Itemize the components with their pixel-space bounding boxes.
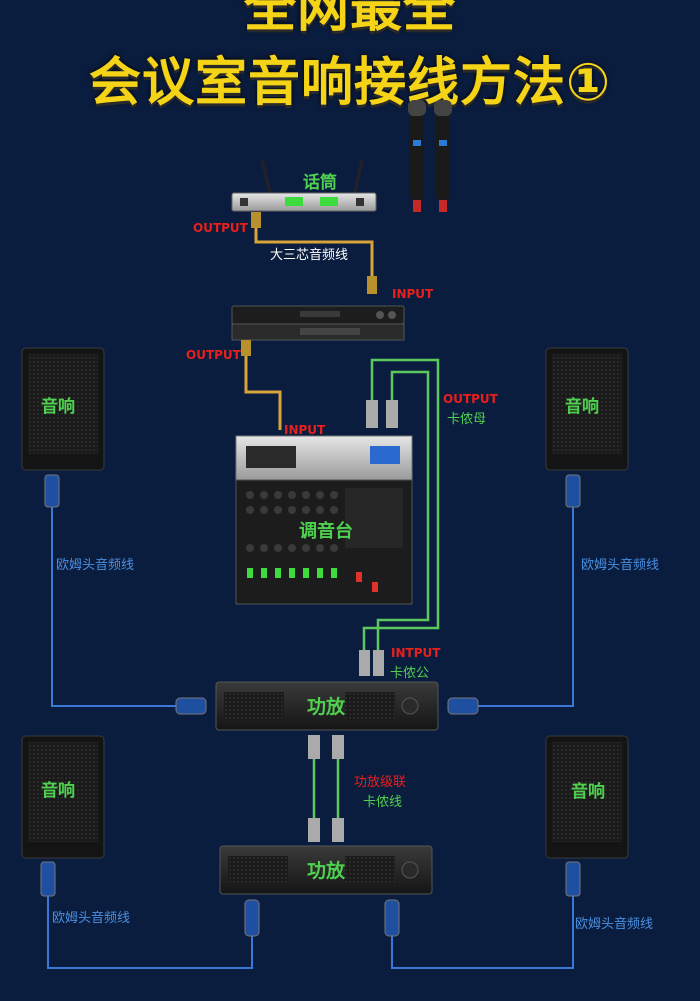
mixer-label: 调音台	[299, 520, 353, 542]
label-input-3: INTPUT	[391, 646, 441, 660]
label-input-1: INPUT	[392, 287, 434, 301]
label-speakon-br: 欧姆头音频线	[575, 916, 653, 932]
label-speakon-bl: 欧姆头音频线	[52, 910, 130, 926]
mic-receiver-label: 话筒	[303, 172, 337, 193]
trs-cable-2	[244, 340, 282, 430]
speakon-cable-tr	[465, 505, 574, 707]
amplifier-2	[219, 845, 433, 895]
label-output-2: OUTPUT	[186, 348, 242, 362]
audio-processor	[231, 305, 405, 341]
mixer-console	[235, 435, 413, 605]
speaker-bottom-left	[21, 735, 105, 897]
speakon-cable-tl	[51, 505, 182, 707]
label-xlr-cable: 卡侬线	[363, 795, 402, 810]
title-line-2: 会议室音响接线方法①	[88, 53, 612, 113]
speaker-bl-label: 音响	[41, 780, 75, 801]
label-xlr-female: 卡侬母	[447, 412, 486, 427]
label-output-3: OUTPUT	[443, 392, 499, 406]
xlr-cable-2	[376, 370, 430, 650]
speaker-tr-label: 音响	[565, 396, 599, 417]
label-speakon-tl: 欧姆头音频线	[56, 557, 134, 573]
label-speakon-tr: 欧姆头音频线	[581, 557, 659, 573]
label-input-2: INPUT	[284, 423, 326, 437]
microphones	[408, 100, 452, 212]
label-output-1: OUTPUT	[193, 221, 249, 235]
amp1-label: 功放	[307, 695, 346, 718]
amplifier-1	[215, 681, 439, 731]
title-line-1: 全网最全	[243, 0, 456, 39]
speakon-cable-bl	[47, 895, 253, 969]
speaker-top-left	[21, 347, 105, 508]
speaker-tl-label: 音响	[41, 396, 75, 417]
speaker-bottom-right	[545, 735, 629, 897]
xlr-cable-1	[362, 358, 440, 650]
trs-cable-1	[254, 215, 374, 282]
amp2-label: 功放	[307, 859, 346, 882]
mic-receiver	[231, 159, 377, 212]
speaker-br-label: 音响	[571, 781, 605, 802]
speaker-top-right	[545, 347, 629, 508]
label-cascade: 功放级联	[354, 775, 406, 790]
label-trs-cable: 大三芯音频线	[270, 247, 348, 263]
speakon-cable-br	[391, 895, 574, 969]
label-xlr-male: 卡侬公	[390, 666, 429, 681]
